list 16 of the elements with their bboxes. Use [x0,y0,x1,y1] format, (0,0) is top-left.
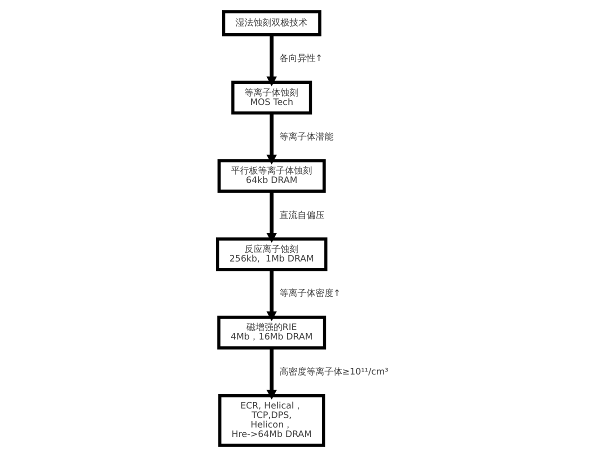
node-box: 平行板等离子体蚀刻 64kb DRAM [217,159,326,193]
node-box: 磁增强的RIE 4Mb，16Mb DRAM [216,316,326,350]
edge-label: 高密度等离子体≥10¹¹/cm³ [278,367,388,378]
arrow [266,112,276,165]
arrow [266,191,276,243]
edge-label: 等离子体潜能 [278,132,333,142]
arrow [266,348,276,400]
edge-label: 直流自偏压 [278,210,324,221]
node-box: 等离子体蚀刻 MOS Tech [230,80,312,115]
edge-label: 等离子体密度↑ [278,289,340,300]
node-box: 湿法蚀刻双极技术 [222,10,321,36]
node-box: 反应离子蚀刻 256kb, 1Mb DRAM [215,237,327,272]
arrow [266,270,276,322]
node-box: ECR, Helical， TCP,DPS, Helicon， Hre->64Mb DRAM [218,394,325,447]
edge-label: 各向异性↑ [278,54,322,64]
arrow [266,34,276,86]
